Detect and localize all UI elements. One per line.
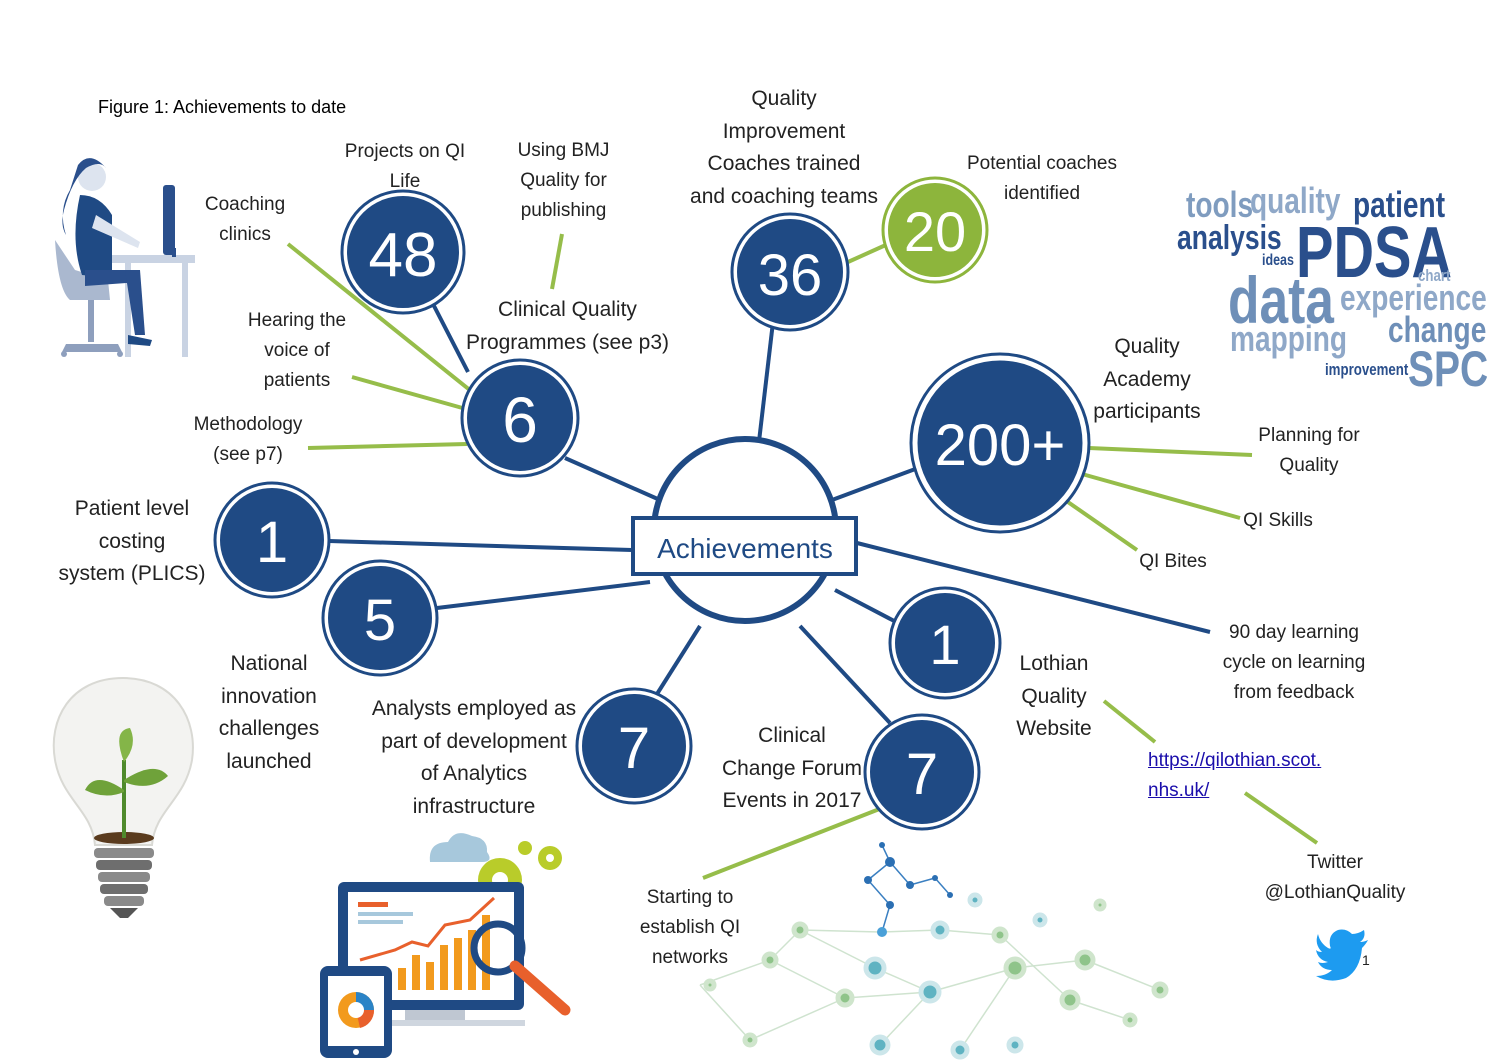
network-graph-illustration bbox=[699, 842, 1169, 1060]
connector-using-bmj bbox=[550, 233, 564, 290]
connector-qi-skills bbox=[1081, 472, 1241, 520]
connector-1-center bbox=[328, 539, 633, 552]
label-using-bmj: Using BMJ Quality for publishing bbox=[517, 140, 610, 221]
label-clinical-change: Clinical Change Forum Events in 2017 bbox=[721, 724, 863, 812]
navy-connectors bbox=[328, 301, 1211, 725]
word-improvement: improvement bbox=[1325, 360, 1409, 379]
node-1a-value: 1 bbox=[256, 510, 288, 575]
label-clinical-programmes: Clinical Quality Programmes (see p3) bbox=[465, 298, 670, 354]
label-qi-bites: QI Bites bbox=[1139, 551, 1207, 572]
center-box bbox=[631, 516, 858, 576]
center-label: Achievements bbox=[657, 533, 833, 564]
connector-5-center bbox=[436, 580, 651, 610]
connector-qi-bites bbox=[1063, 498, 1139, 552]
label-lothian-website: Lothian Quality Website bbox=[1016, 652, 1092, 740]
connector-website bbox=[1102, 699, 1157, 744]
word-tools: tools bbox=[1186, 184, 1254, 225]
label-methodology: Methodology (see p7) bbox=[193, 414, 303, 465]
word-ideas: ideas bbox=[1262, 252, 1294, 269]
word-analysis: analysis bbox=[1177, 219, 1282, 257]
node-7b-value: 7 bbox=[906, 742, 938, 807]
word-patient: patient bbox=[1353, 184, 1446, 225]
node-48-value: 48 bbox=[369, 221, 438, 290]
node-6: 6 bbox=[460, 358, 580, 478]
connector-7b-center bbox=[798, 624, 892, 725]
node-20-value: 20 bbox=[904, 200, 966, 263]
word-mapping: mapping bbox=[1230, 318, 1347, 359]
label-qi-networks: Starting to establish QI networks bbox=[639, 887, 741, 968]
connector-200-center bbox=[831, 466, 919, 502]
node-48: 48 bbox=[340, 189, 466, 315]
website-link[interactable]: https://qilothian.scot.nhs.uk/ bbox=[1148, 750, 1322, 801]
page-number: 1 bbox=[1362, 952, 1370, 968]
connector-7a-center bbox=[655, 624, 702, 696]
label-potential-coaches: Potential coaches identified bbox=[967, 153, 1117, 204]
word-change: change bbox=[1388, 309, 1487, 350]
node-200-value: 200+ bbox=[935, 413, 1066, 478]
label-projects-qi-life: Projects on QI Life bbox=[344, 141, 466, 192]
connector-learning-cycle bbox=[856, 541, 1211, 634]
label-quality-academy: Quality Academy participants bbox=[1093, 335, 1201, 423]
node-1-website: 1 bbox=[888, 586, 1002, 700]
connector-planning-quality bbox=[1088, 446, 1253, 457]
connector-36-center bbox=[756, 321, 775, 451]
label-coaching-clinics: Coaching clinics bbox=[204, 194, 286, 245]
word-data: data bbox=[1228, 263, 1334, 337]
label-hearing-voice: Hearing the voice of patients bbox=[247, 310, 347, 391]
node-7-forum: 7 bbox=[863, 713, 981, 831]
connector-methodology bbox=[307, 442, 468, 450]
connector-48-6 bbox=[430, 301, 470, 373]
node-5: 5 bbox=[321, 559, 439, 677]
connector-qi-networks bbox=[702, 806, 883, 880]
node-20: 20 bbox=[881, 176, 989, 284]
connector-20-36 bbox=[847, 242, 889, 264]
word-quality: quality bbox=[1250, 180, 1341, 221]
node-7a-value: 7 bbox=[618, 716, 650, 781]
node-5-value: 5 bbox=[364, 588, 396, 653]
node-200-plus: 200+ bbox=[909, 352, 1091, 534]
word-experience: experience bbox=[1340, 277, 1487, 318]
label-qi-skills: QI Skills bbox=[1243, 510, 1313, 531]
green-connectors bbox=[286, 233, 1319, 880]
word-pdsa: PDSA bbox=[1296, 213, 1453, 293]
node-36: 36 bbox=[730, 212, 850, 332]
label-plics: Patient level costing system (PLICS) bbox=[58, 497, 206, 585]
label-learning-cycle: 90 day learning cycle on learning from f… bbox=[1222, 622, 1366, 703]
lightbulb-plant-illustration bbox=[52, 676, 194, 918]
label-national-innovation: National innovation challenges launched bbox=[218, 652, 320, 773]
node-1b-value: 1 bbox=[929, 613, 960, 676]
connector-twitter bbox=[1243, 791, 1319, 845]
label-analysts: Analysts employed as part of development… bbox=[371, 697, 577, 818]
label-qi-coaches: Quality Improvement Coaches trained and … bbox=[690, 87, 878, 208]
connector-1b-center bbox=[834, 588, 899, 625]
connector-coaching-clinics bbox=[286, 242, 478, 397]
word-chart: chart bbox=[1418, 266, 1451, 285]
woman-at-computer-illustration bbox=[55, 158, 195, 357]
label-twitter: Twitter @LothianQuality bbox=[1264, 852, 1406, 903]
label-planning-quality: Planning for Quality bbox=[1258, 425, 1360, 476]
connector-6-center bbox=[564, 456, 661, 502]
connector-hearing-voice bbox=[351, 375, 467, 411]
node-36-value: 36 bbox=[758, 243, 823, 308]
twitter-bird-icon bbox=[1316, 929, 1368, 981]
figure-title: Figure 1: Achievements to date bbox=[98, 97, 347, 117]
word-spc: SPC bbox=[1408, 341, 1489, 397]
node-7-analysts: 7 bbox=[575, 687, 693, 805]
node-1-plics: 1 bbox=[213, 481, 331, 599]
analytics-monitor-illustration bbox=[320, 833, 571, 1058]
node-6-value: 6 bbox=[502, 384, 538, 456]
